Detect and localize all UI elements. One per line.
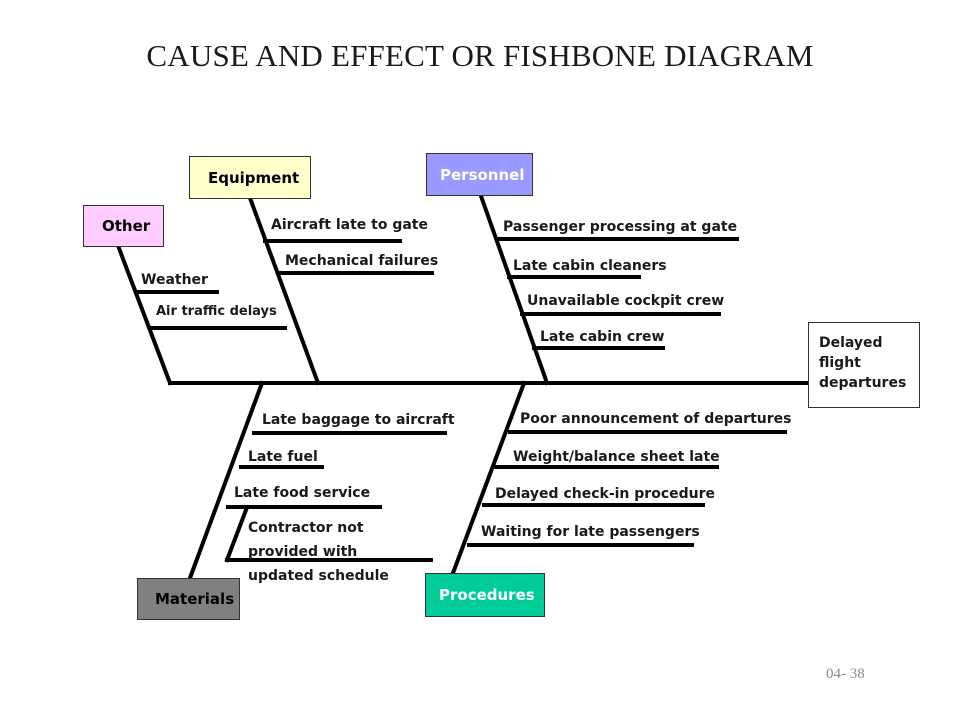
cause-waiting-late-passengers: Waiting for late passengers [481, 524, 700, 540]
category-label-procedures: Procedures [439, 586, 535, 604]
cause-mechanical-failures: Mechanical failures [285, 253, 439, 269]
cause-contractor-line-2: provided with [248, 544, 358, 560]
category-label-equipment: Equipment [208, 168, 300, 187]
cause-late-fuel: Late fuel [248, 449, 318, 465]
cause-poor-announcement: Poor announcement of departures [520, 411, 792, 427]
effect-line-2: flight [819, 355, 861, 371]
bone-other [114, 240, 173, 386]
category-label-other: Other [102, 217, 151, 235]
cause-unavailable-cockpit-crew: Unavailable cockpit crew [527, 293, 725, 309]
effect-line-3: departures [819, 375, 907, 391]
cause-aircraft-late-to-gate: Aircraft late to gate [271, 217, 428, 233]
category-box-procedures: Procedures [425, 573, 545, 617]
bone-equipment [247, 195, 321, 386]
bone-personnel [478, 193, 550, 386]
effect-box: Delayed flight departures [808, 322, 920, 408]
page-number: 04- 38 [826, 666, 865, 682]
cause-late-cabin-crew: Late cabin crew [540, 329, 665, 345]
cause-air-traffic-delays: Air traffic delays [156, 304, 277, 319]
cause-late-food-service: Late food service [234, 485, 371, 501]
cause-weight-balance: Weight/balance sheet late [513, 449, 720, 465]
category-label-materials: Materials [155, 590, 235, 608]
category-box-equipment: Equipment [189, 156, 311, 199]
cause-delayed-check-in: Delayed check-in procedure [495, 486, 715, 502]
sub-bone-contractor-diagonal [224, 507, 249, 563]
category-box-other: Other [83, 205, 164, 247]
cause-late-cabin-cleaners: Late cabin cleaners [513, 258, 667, 274]
category-box-materials: Materials [137, 578, 240, 620]
bone-procedures [450, 380, 527, 576]
cause-weather: Weather [141, 272, 208, 288]
category-box-personnel: Personnel [426, 153, 533, 196]
cause-contractor-line-1: Contractor not [248, 520, 364, 536]
cause-contractor-line-3: updated schedule [248, 568, 389, 584]
cause-passenger-processing: Passenger processing at gate [503, 219, 738, 235]
diagram-title: CAUSE AND EFFECT OR FISHBONE DIAGRAM [146, 38, 814, 73]
bone-materials [187, 380, 265, 581]
category-label-personnel: Personnel [440, 165, 525, 184]
cause-late-baggage: Late baggage to aircraft [262, 412, 455, 428]
effect-line-1: Delayed [819, 335, 883, 351]
